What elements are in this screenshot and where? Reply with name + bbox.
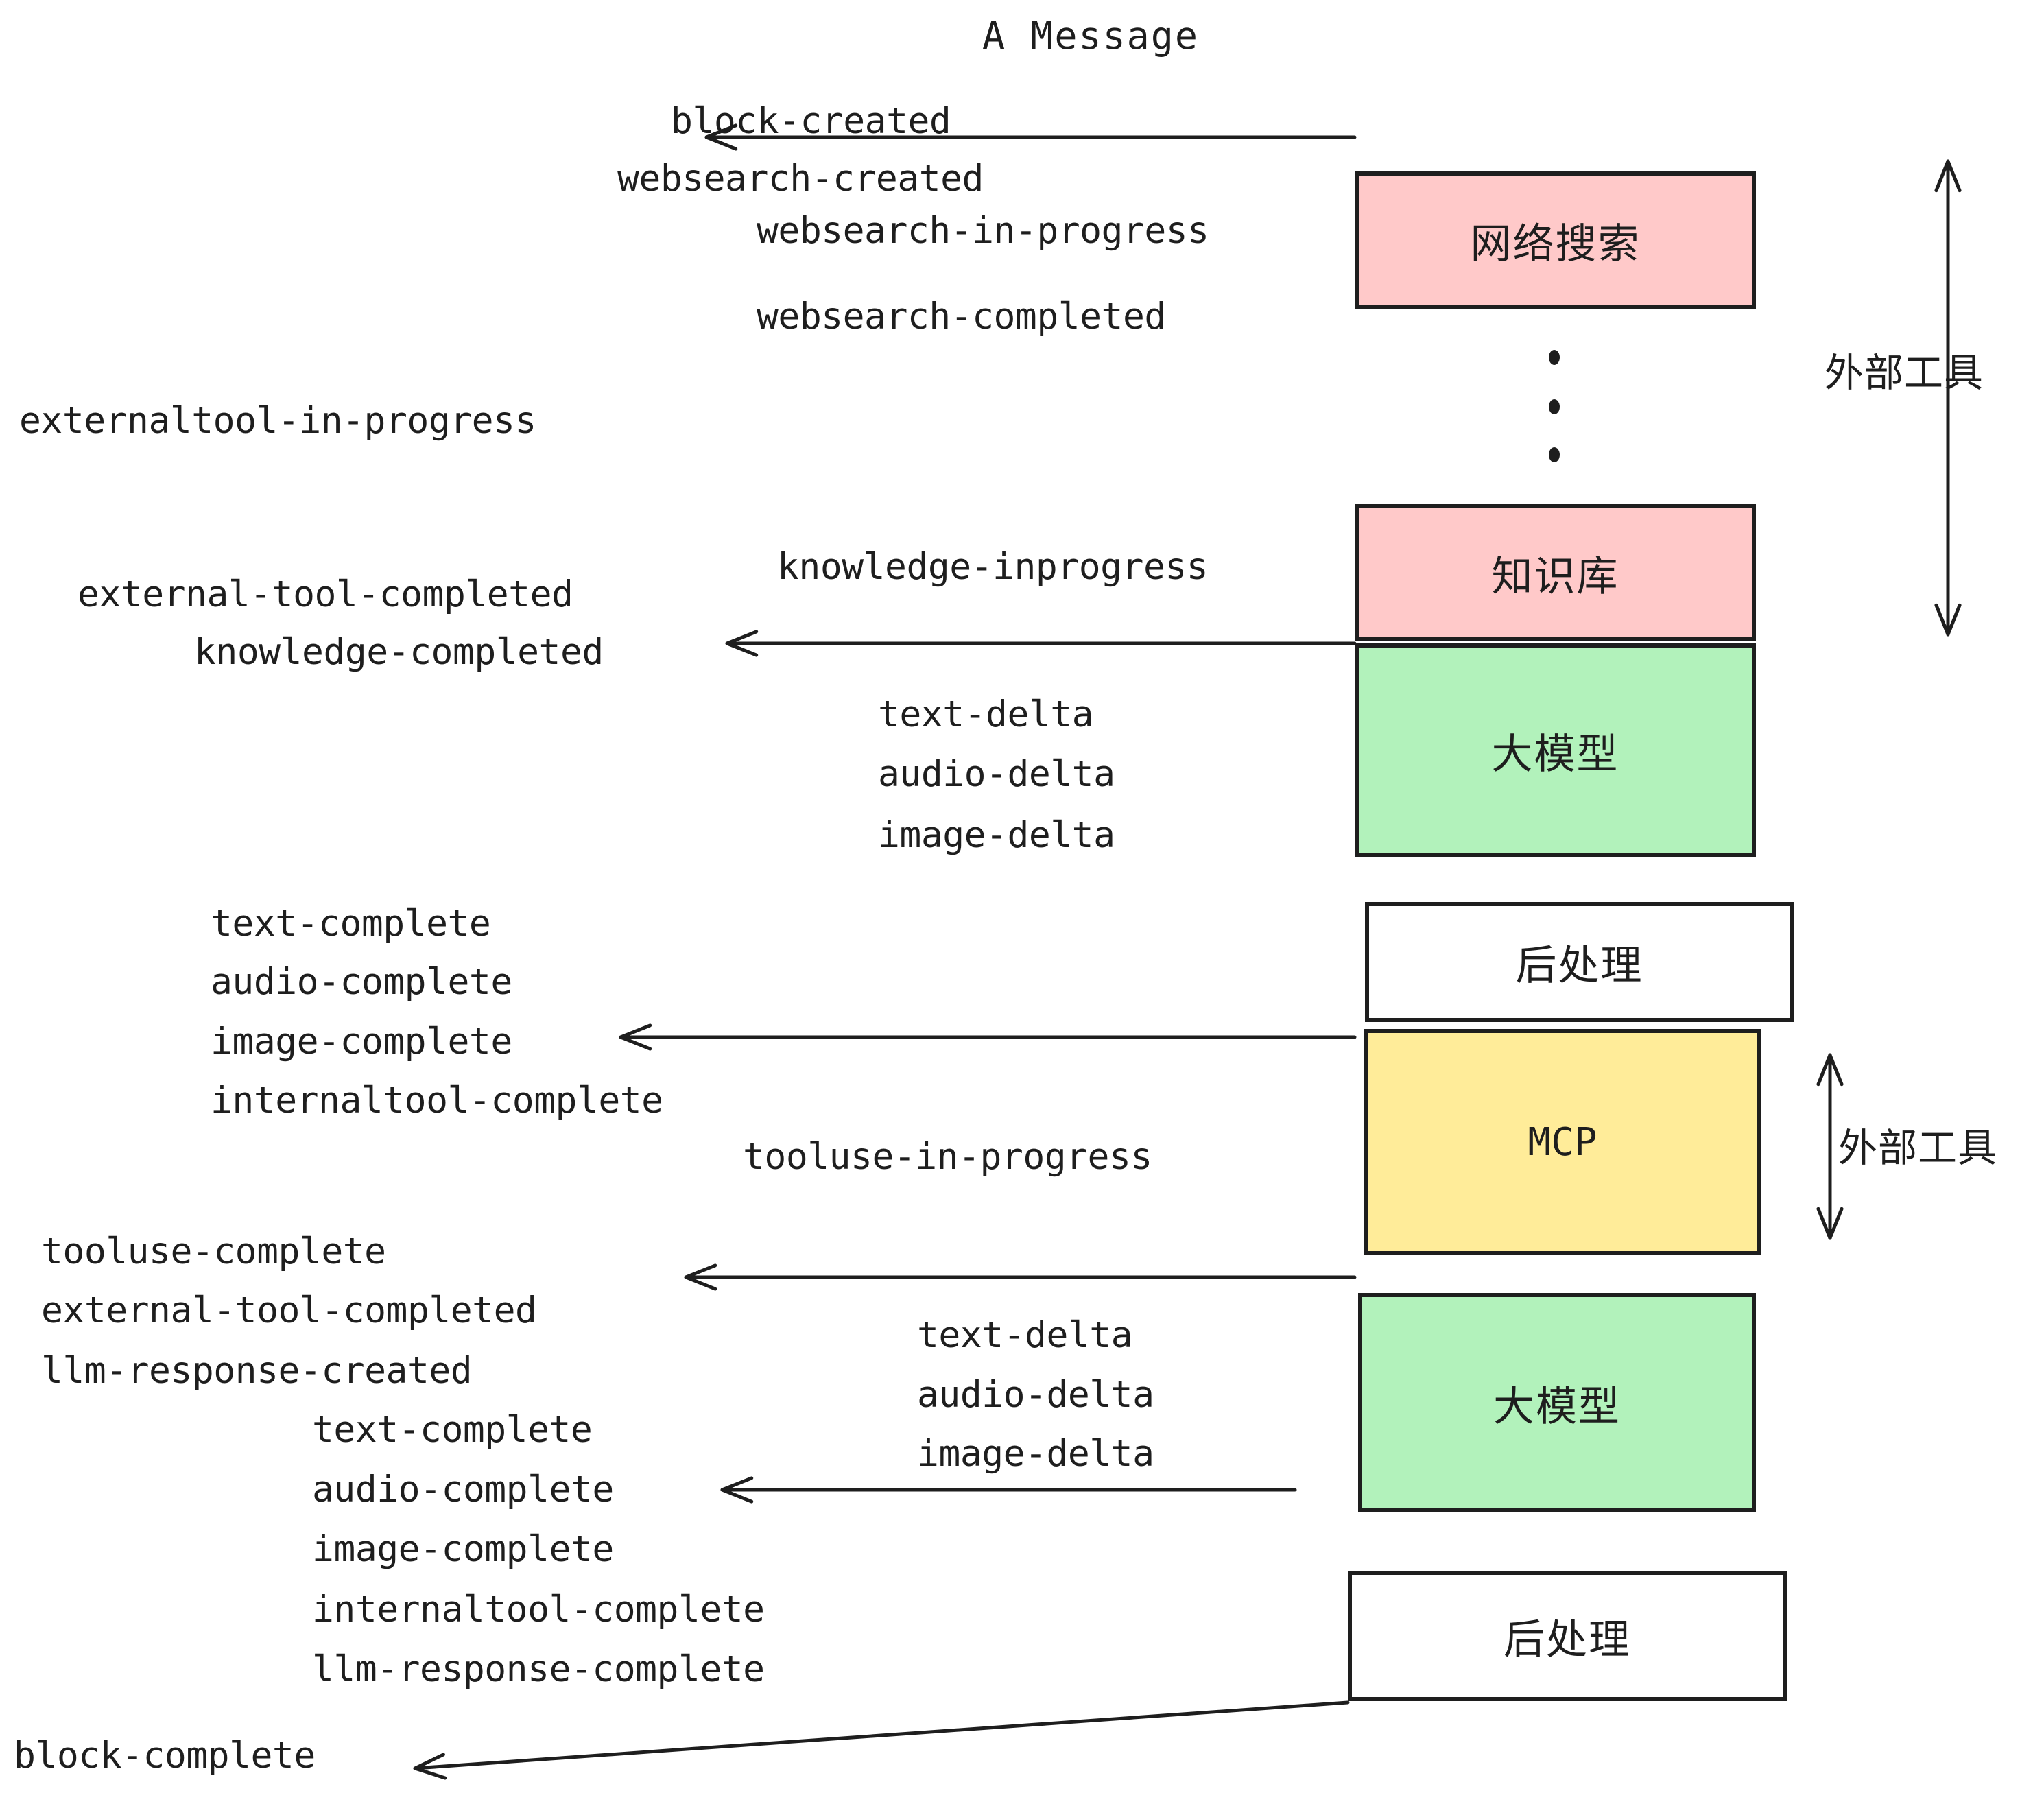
box-websearch[interactable]: 网络搜索 — [1355, 171, 1756, 309]
arrow-block-complete — [413, 1700, 1350, 1780]
page-title: A Message — [982, 14, 1200, 58]
arrow-external-up-top — [1934, 159, 1962, 637]
ellipsis-dot-3 — [1549, 447, 1560, 462]
event-label-text-delta-2: text-delta — [917, 1314, 1133, 1356]
box-postprocess-bottom[interactable]: 后处理 — [1348, 1571, 1787, 1701]
event-label-internaltool-complete-2: internaltool-complete — [312, 1589, 765, 1630]
event-label-text-complete-2: text-complete — [312, 1409, 593, 1451]
ellipsis-dot-2 — [1549, 399, 1560, 414]
event-label-image-delta-2: image-delta — [917, 1433, 1154, 1475]
event-label-tooluse-in-progress: tooluse-in-progress — [743, 1136, 1152, 1178]
event-label-external-tool-completed-1: external-tool-completed — [78, 573, 573, 615]
event-label-llm-response-created: llm-response-created — [41, 1350, 473, 1392]
box-llm-bottom[interactable]: 大模型 — [1358, 1293, 1756, 1512]
box-label-mcp: MCP — [1528, 1119, 1597, 1165]
event-label-websearch-in-progress: websearch-in-progress — [757, 210, 1209, 252]
box-llm-top[interactable]: 大模型 — [1355, 643, 1756, 857]
annotation-external-tools-top: 外部工具 — [1825, 351, 1984, 396]
event-label-audio-delta-1: audio-delta — [878, 753, 1115, 795]
ellipsis-dot-1 — [1549, 350, 1560, 365]
box-knowledge-base[interactable]: 知识库 — [1355, 504, 1756, 641]
arrow-tooluse-complete — [684, 1263, 1357, 1291]
event-label-image-complete-1: image-complete — [211, 1021, 512, 1063]
arrow-audio-complete — [720, 1476, 1297, 1504]
box-mcp[interactable]: MCP — [1364, 1029, 1761, 1255]
box-label-knowledge-base: 知识库 — [1491, 552, 1619, 601]
event-label-text-complete-1: text-complete — [211, 903, 491, 945]
box-label-websearch: 网络搜索 — [1470, 219, 1641, 268]
event-label-knowledge-inprogress: knowledge-inprogress — [777, 546, 1209, 588]
event-label-audio-delta-2: audio-delta — [917, 1374, 1154, 1416]
box-label-postprocess-bottom: 后处理 — [1504, 1615, 1631, 1664]
event-label-websearch-created: websearch-created — [617, 158, 984, 200]
event-label-text-delta-1: text-delta — [878, 693, 1094, 735]
arrow-knowledge-completed — [725, 630, 1357, 657]
event-label-websearch-completed: websearch-completed — [757, 296, 1166, 337]
event-label-image-complete-2: image-complete — [312, 1528, 614, 1570]
event-label-block-complete: block-complete — [14, 1735, 316, 1777]
event-label-block-created: block-created — [671, 100, 951, 142]
event-label-externaltool-in-progress: externaltool-in-progress — [19, 400, 536, 442]
arrow-external-down-top — [1934, 159, 1962, 637]
box-postprocess-top[interactable]: 后处理 — [1365, 902, 1794, 1022]
box-label-llm-bottom: 大模型 — [1493, 1382, 1621, 1431]
arrow-image-complete — [619, 1023, 1357, 1051]
annotation-external-tools-bottom: 外部工具 — [1838, 1126, 1997, 1171]
event-label-llm-response-complete: llm-response-complete — [312, 1648, 765, 1690]
event-label-image-delta-1: image-delta — [878, 814, 1115, 856]
event-label-knowledge-completed: knowledge-completed — [194, 631, 604, 673]
event-label-tooluse-complete: tooluse-complete — [41, 1231, 386, 1272]
box-label-postprocess-top: 后处理 — [1515, 942, 1643, 990]
event-label-internaltool-complete-1: internaltool-complete — [211, 1080, 663, 1121]
event-label-audio-complete-2: audio-complete — [312, 1469, 614, 1510]
event-label-external-tool-completed-2: external-tool-completed — [41, 1290, 537, 1331]
box-label-llm-top: 大模型 — [1491, 730, 1619, 779]
event-label-audio-complete-1: audio-complete — [211, 961, 512, 1003]
